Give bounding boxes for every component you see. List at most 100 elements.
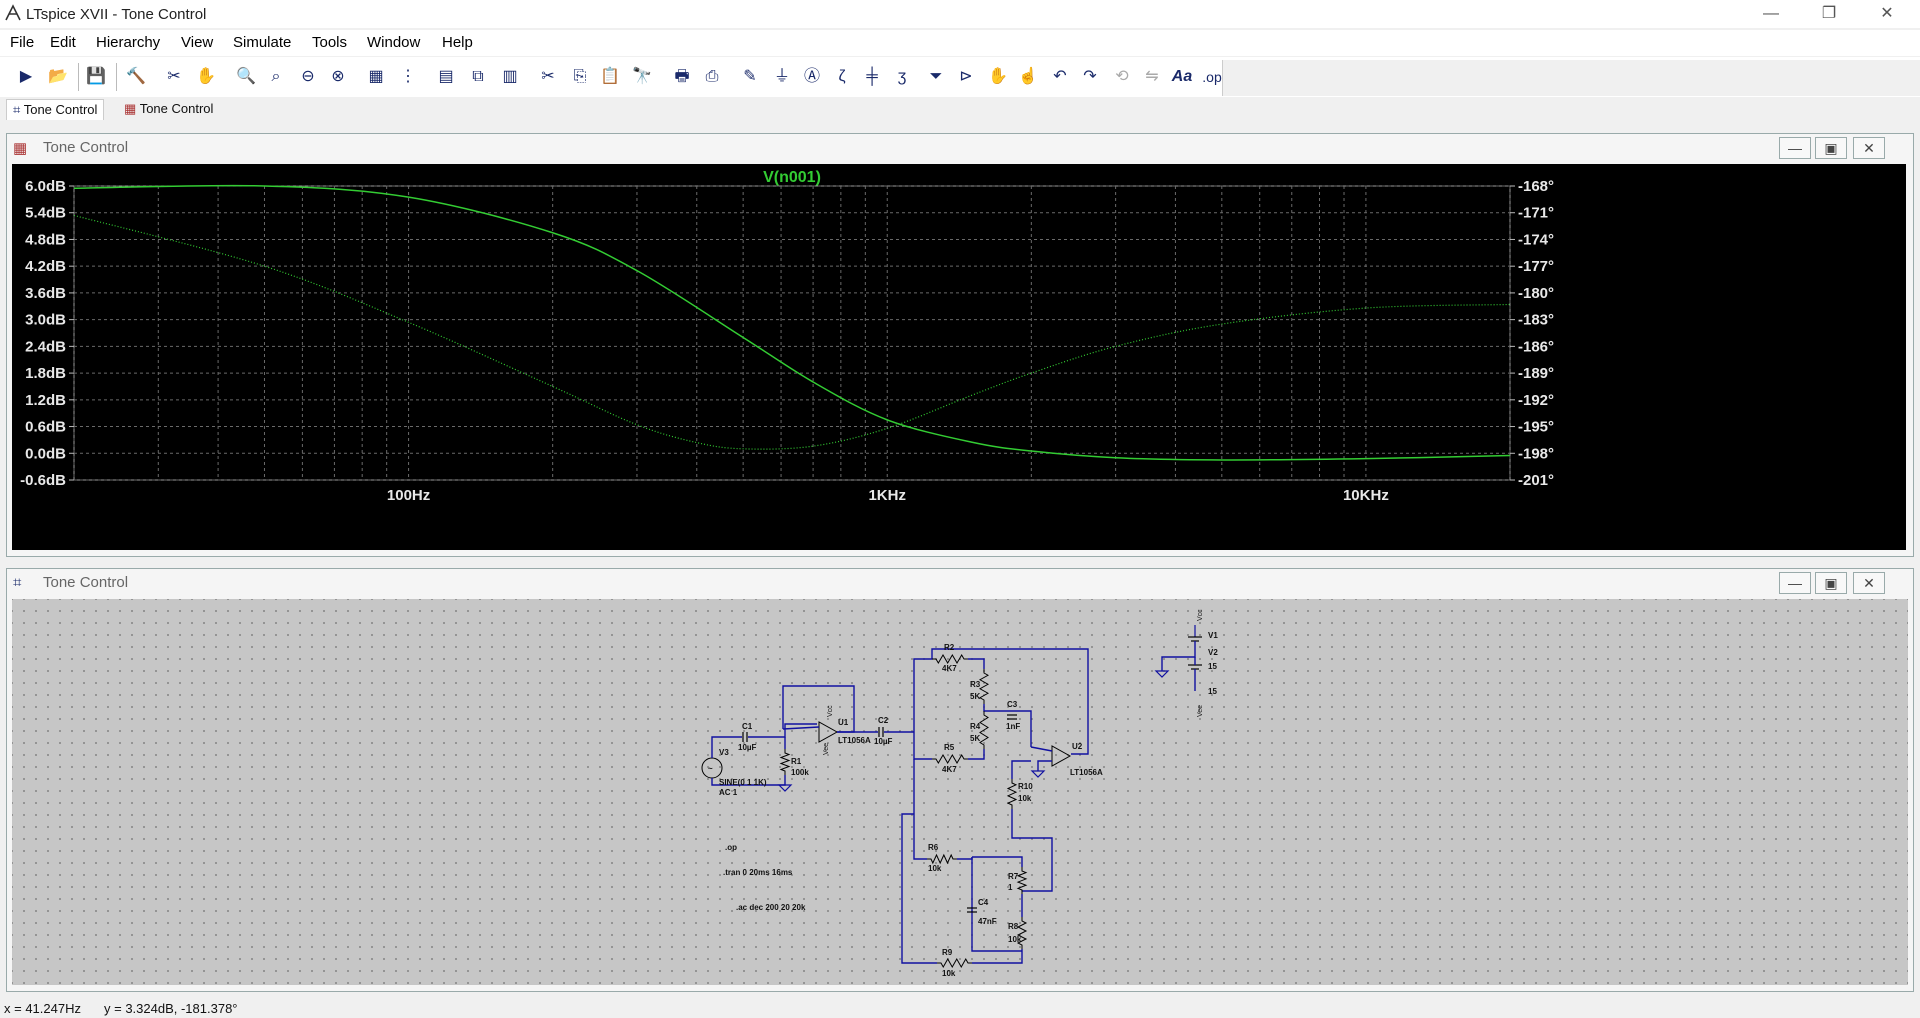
plot-frame <box>73 185 1511 481</box>
menu-help[interactable]: Help <box>442 34 473 51</box>
open-icon[interactable]: 📂 <box>48 68 68 85</box>
ground-symbol <box>777 784 793 792</box>
halt-icon[interactable]: ✂ <box>167 68 181 85</box>
tab-label: Tone Control <box>23 102 98 117</box>
close-icon[interactable]: ✕ <box>1853 572 1885 594</box>
wire <box>1011 809 1053 892</box>
schematic-window-title: Tone Control <box>43 574 129 591</box>
menu-edit[interactable]: Edit <box>50 34 76 51</box>
part-value-v1: 15 <box>1208 662 1217 671</box>
y-left-tick-label: 4.2dB <box>25 258 66 275</box>
ground-icon[interactable]: ⏚ <box>773 68 790 85</box>
autorange-icon[interactable]: ▦ <box>368 68 384 85</box>
plot-canvas[interactable]: 6.0dB-168°5.4dB-171°4.8dB-174°4.2dB-177°… <box>12 164 1906 550</box>
opamp-u2 <box>1051 745 1072 767</box>
maximize-icon[interactable]: ▣ <box>1815 572 1847 594</box>
tab-waveform[interactable]: ▦ Tone Control <box>118 99 219 119</box>
part-ref-r5: R5 <box>944 743 955 752</box>
copy-icon[interactable]: ⎘ <box>573 68 587 85</box>
minimize-icon[interactable]: — <box>1779 137 1811 159</box>
wire <box>782 726 820 730</box>
menu-view[interactable]: View <box>181 34 214 51</box>
window-title: LTspice XVII - Tone Control <box>26 6 207 23</box>
y-left-tick-label: 5.4dB <box>25 205 66 222</box>
run-icon[interactable]: ▶ <box>19 68 33 85</box>
wire <box>913 648 1089 755</box>
part-extra-v3: AC 1 <box>719 788 738 797</box>
inductor-icon[interactable]: ʒ <box>897 68 907 85</box>
menu-hierarchy[interactable]: Hierarchy <box>96 34 161 51</box>
wire <box>1161 641 1196 671</box>
zoom-cancel-icon[interactable]: ⊗ <box>331 68 345 85</box>
title-bar: LTspice XVII - Tone Control — ❐ ✕ <box>0 0 1920 28</box>
part-value-v3: SINE(0 1 1K) <box>719 778 767 787</box>
zoom-out-icon[interactable]: ⊖ <box>301 68 315 85</box>
part-value-r7: 1 <box>1008 883 1013 892</box>
close-icon[interactable]: ✕ <box>1880 5 1894 22</box>
part-ref-r2: R2 <box>944 643 955 652</box>
part-value-r2: 4K7 <box>942 664 957 673</box>
spice-directive-icon[interactable]: .op <box>1202 69 1222 85</box>
waveform-window-titlebar[interactable]: ▦ Tone Control — ▣ ✕ <box>7 134 1913 160</box>
paste-icon[interactable]: 📋 <box>600 68 620 85</box>
menu-window[interactable]: Window <box>367 34 421 51</box>
draw-wire-icon[interactable]: ✎ <box>743 68 757 85</box>
find-icon[interactable]: 🔭 <box>632 68 652 85</box>
y-right-tick-label: -201° <box>1518 472 1554 489</box>
part-ref-r8: R8 <box>1008 922 1019 931</box>
part-ref-r6: R6 <box>928 843 939 852</box>
mirror-icon[interactable]: ⇋ <box>1145 68 1159 85</box>
redo-icon[interactable]: ↷ <box>1083 68 1097 85</box>
y-right-tick-label: -168° <box>1518 178 1554 195</box>
cascade-icon[interactable]: ⧉ <box>472 68 484 85</box>
y-left-tick-label: 1.8dB <box>25 365 66 382</box>
save-icon[interactable]: 💾 <box>86 68 106 85</box>
grid-icon[interactable]: ⋮ <box>400 68 416 85</box>
zoom-in-icon[interactable]: 🔍 <box>236 68 256 85</box>
menu-simulate[interactable]: Simulate <box>233 34 292 51</box>
schematic-window-titlebar[interactable]: ⌗ Tone Control — ▣ ✕ <box>7 569 1913 595</box>
menu-tools[interactable]: Tools <box>312 34 348 51</box>
tile-horizontal-icon[interactable]: ▤ <box>438 68 454 85</box>
resistor-icon[interactable]: ζ <box>838 68 846 85</box>
resistor-r6 <box>927 853 957 865</box>
resistor-r3 <box>978 669 990 704</box>
print-preview-icon[interactable]: ⎙ <box>705 68 719 85</box>
part-value-c1: 10µF <box>738 743 757 752</box>
maximize-icon[interactable]: ▣ <box>1815 137 1847 159</box>
diode-icon[interactable]: ⏷ <box>929 68 943 85</box>
net-label-vcc: Vcc <box>827 705 834 717</box>
control-panel-icon[interactable]: 🔨 <box>126 68 146 85</box>
cut-icon[interactable]: ✂ <box>541 68 555 85</box>
undo-icon[interactable]: ↶ <box>1053 68 1067 85</box>
part-ref-v1: V1 <box>1208 631 1218 640</box>
wire <box>972 856 1023 867</box>
label-net-icon[interactable]: Ⓐ <box>803 68 820 85</box>
waveform-plot[interactable]: 6.0dB-168°5.4dB-171°4.8dB-174°4.2dB-177°… <box>12 164 1906 550</box>
close-icon[interactable]: ✕ <box>1853 137 1885 159</box>
part-ref-c1: C1 <box>742 722 753 731</box>
component-icon[interactable]: ⊳ <box>959 68 973 85</box>
drag-icon[interactable]: ☝ <box>1018 68 1038 85</box>
part-ref-r7: R7 <box>1008 872 1019 881</box>
capacitor-icon[interactable]: ╪ <box>866 68 878 85</box>
y-left-tick-label: 0.0dB <box>25 445 66 462</box>
y-left-tick-label: 4.8dB <box>25 231 66 248</box>
restore-icon[interactable]: ❐ <box>1821 5 1837 22</box>
zoom-area-icon[interactable]: ⌕ <box>271 68 281 85</box>
print-icon[interactable]: 🖶 <box>674 68 690 85</box>
tab-schematic[interactable]: ⌗ Tone Control <box>6 99 105 120</box>
menu-bar: File Edit Hierarchy View Simulate Tools … <box>0 30 1920 56</box>
menu-file[interactable]: File <box>10 34 35 51</box>
text-icon[interactable]: Aa <box>1171 68 1193 85</box>
tile-vertical-icon[interactable]: ▥ <box>502 68 518 85</box>
minimize-icon[interactable]: — <box>1763 5 1779 22</box>
minimize-icon[interactable]: — <box>1779 572 1811 594</box>
move-icon[interactable]: ✋ <box>988 68 1008 85</box>
wire <box>968 658 985 669</box>
pan-icon[interactable]: ✋ <box>196 68 216 85</box>
rotate-icon[interactable]: ⟲ <box>1115 68 1129 85</box>
wire <box>972 949 1023 964</box>
